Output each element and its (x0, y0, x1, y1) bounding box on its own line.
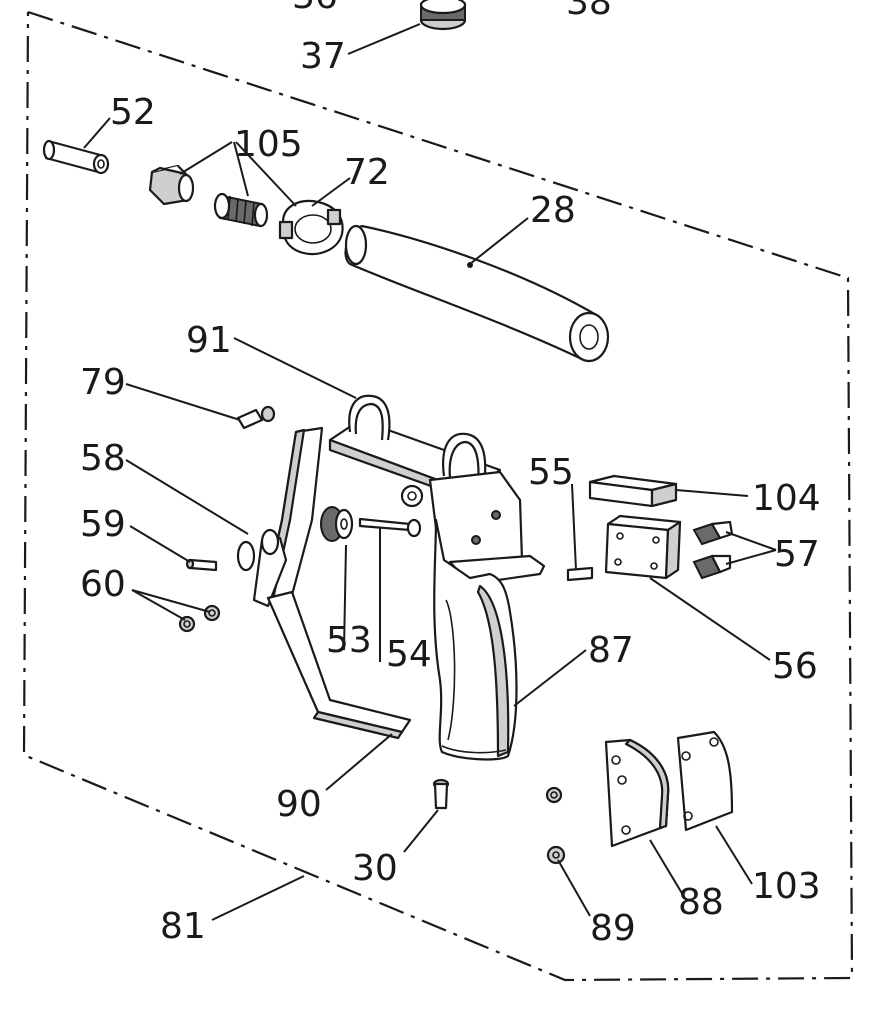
part-89-nuts (545, 786, 566, 865)
callout-53: 53 (326, 620, 372, 661)
part-79-screw (236, 405, 276, 430)
part-88-side-plate (604, 738, 670, 848)
leader-lines (83, 23, 777, 921)
callout-38: 38 (566, 0, 612, 23)
callout-57: 57 (774, 534, 820, 575)
callout-104: 104 (752, 478, 821, 519)
callout-81: 81 (160, 906, 206, 947)
callout-28: 28 (530, 190, 576, 231)
callout-72: 72 (344, 152, 390, 193)
part-87-gun-body (328, 394, 546, 761)
callout-30: 30 (352, 848, 398, 889)
part-55-pin (566, 566, 594, 582)
callout-54: 54 (386, 634, 432, 675)
part-52-pin (42, 139, 110, 175)
callout-103: 103 (752, 866, 821, 907)
callout-52: 52 (110, 92, 156, 133)
part-104-block (588, 474, 678, 508)
part-72-clamp-ring (278, 199, 344, 256)
part-105-nut (148, 164, 195, 206)
callout-58: 58 (80, 438, 126, 479)
callout-87: 87 (588, 630, 634, 671)
callout-36: 36 (292, 0, 338, 17)
part-60-nuts (178, 604, 221, 633)
part-37-knob (419, 0, 467, 31)
part-28-tube (344, 224, 610, 363)
callout-79: 79 (80, 362, 126, 403)
part-59-pin (185, 558, 218, 572)
callout-60: 60 (80, 564, 126, 605)
part-57-fittings (692, 520, 734, 580)
part-103-cover-plate (676, 730, 734, 832)
part-53-knob (320, 506, 354, 542)
callout-88: 88 (678, 882, 724, 923)
part-54-screw (358, 517, 422, 538)
assembly-boundary-81 (22, 10, 854, 982)
callout-59: 59 (80, 504, 126, 545)
callout-labels: 36 38 37 52 105 72 28 91 79 58 55 104 59… (80, 0, 821, 949)
callout-37: 37 (300, 36, 346, 77)
callout-56: 56 (772, 646, 818, 687)
part-58-trigger-lever (236, 426, 324, 612)
callout-89: 89 (590, 908, 636, 949)
callout-105: 105 (234, 124, 303, 165)
part-56-valve-block (604, 514, 682, 580)
part-90-trigger-blade (266, 590, 412, 740)
part-105-spring (213, 192, 269, 228)
callout-90: 90 (276, 784, 322, 825)
callout-91: 91 (186, 320, 232, 361)
callout-55: 55 (528, 452, 574, 493)
part-30-screw (432, 778, 450, 810)
